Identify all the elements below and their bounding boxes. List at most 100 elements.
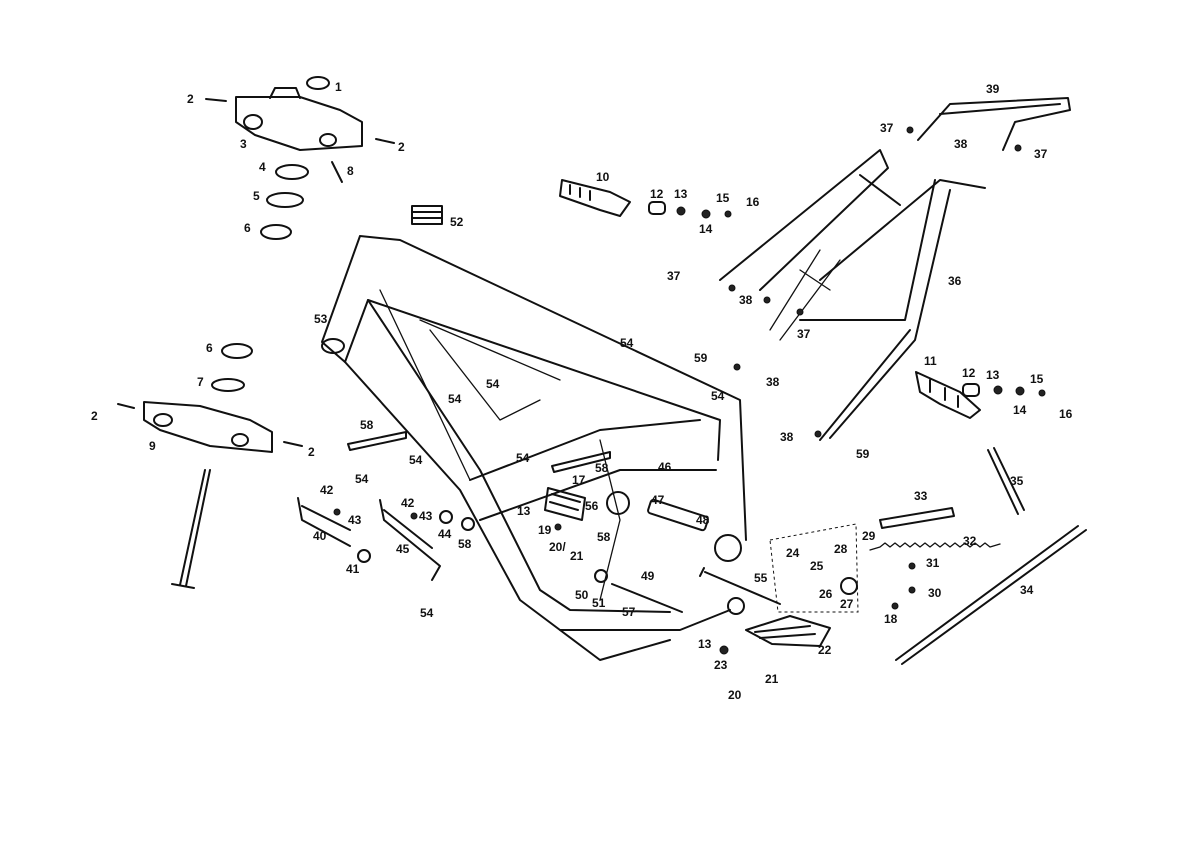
frame-top-tube — [321, 235, 747, 541]
label-7: 7 — [197, 375, 204, 389]
label-13: 13 — [698, 637, 712, 651]
nut — [554, 523, 562, 531]
label-39: 39 — [986, 82, 1000, 96]
part-34-sidestand — [895, 525, 1087, 665]
label-57: 57 — [622, 605, 636, 619]
part-39-rear-loop — [917, 97, 1071, 151]
part-45-bracket — [379, 499, 441, 581]
label-51: 51 — [592, 596, 606, 610]
part-6-seal — [260, 224, 292, 240]
label-53: 53 — [314, 312, 328, 326]
nut — [1014, 144, 1022, 152]
label-6: 6 — [206, 341, 213, 355]
label-41: 41 — [346, 562, 360, 576]
stand-group — [297, 431, 1087, 665]
label-54: 54 — [409, 453, 423, 467]
label-59: 58 — [595, 461, 609, 475]
frame-bracing — [379, 289, 621, 601]
hardware-dots — [333, 126, 1046, 655]
label-59: 58 — [360, 418, 374, 432]
label-12: 12 — [650, 187, 664, 201]
nut — [733, 363, 741, 371]
label-34: 34 — [1020, 583, 1034, 597]
label-54: 54 — [448, 392, 462, 406]
label-49: 49 — [641, 569, 655, 583]
label-8: 8 — [347, 164, 354, 178]
label-33: 33 — [914, 489, 928, 503]
label-13: 13 — [674, 187, 688, 201]
part-11-footpeg — [915, 371, 981, 419]
label-38: 38 — [780, 430, 794, 444]
label-54: 54 — [420, 606, 434, 620]
mount-hole — [727, 597, 745, 615]
label-13: 13 — [517, 504, 531, 518]
part-6-seal — [221, 343, 253, 359]
label-54: 54 — [620, 336, 634, 350]
label-2: 2 — [398, 140, 405, 154]
label-12: 12 — [962, 366, 976, 380]
nut — [1038, 389, 1046, 397]
label-43: 43 — [348, 513, 362, 527]
label-20: 20 — [728, 688, 742, 702]
frame-down-tube — [344, 299, 731, 631]
part-10-footpeg — [559, 179, 631, 217]
label-50: 50 — [575, 588, 589, 602]
nut — [333, 508, 341, 516]
label-52: 52 — [450, 215, 464, 229]
label-58: 58 — [597, 530, 611, 544]
dashed-detail-box — [769, 523, 859, 613]
label-30: 30 — [928, 586, 942, 600]
label-47: 47 — [651, 493, 665, 507]
part-33-rod — [879, 507, 955, 529]
label-37: 37 — [1034, 147, 1048, 161]
label-4: 4 — [259, 160, 266, 174]
part-2-bolt — [375, 138, 395, 144]
engine-mount-boss — [606, 491, 630, 515]
label-13: 13 — [986, 368, 1000, 382]
label-16: 16 — [1059, 407, 1073, 421]
swingarm-pivot-boss — [714, 534, 742, 562]
label-2: 2 — [187, 92, 194, 106]
bushing — [461, 517, 475, 531]
label-38: 38 — [739, 293, 753, 307]
nut — [814, 430, 822, 438]
frame-cradle — [469, 419, 717, 661]
label-37: 37 — [880, 121, 894, 135]
subframe-strut — [769, 249, 841, 341]
part-59-plate — [347, 431, 407, 451]
nut — [1015, 386, 1025, 396]
nut — [906, 126, 914, 134]
label-26: 26 — [819, 587, 833, 601]
label-9: 9 — [149, 439, 156, 453]
bushing — [439, 510, 453, 524]
part-12-bushing — [962, 383, 980, 397]
nut — [908, 562, 916, 570]
nut — [410, 512, 418, 520]
part-8-bolt — [331, 161, 343, 183]
nut — [728, 284, 736, 292]
main-frame — [321, 205, 747, 661]
label-36: 36 — [948, 274, 962, 288]
nut — [719, 645, 729, 655]
part-36-subframe — [719, 149, 986, 441]
part-2-bolt — [283, 441, 303, 447]
label-2: 2 — [91, 409, 98, 423]
label-17: 17 — [572, 473, 586, 487]
label-15: 15 — [716, 191, 730, 205]
nut — [993, 385, 1003, 395]
label-48: 48 — [696, 513, 710, 527]
label-60: 59 — [694, 351, 708, 365]
label-42: 42 — [320, 483, 334, 497]
label-58: 58 — [458, 537, 472, 551]
label-1: 1 — [335, 80, 342, 94]
label-37: 37 — [797, 327, 811, 341]
part-3-upper-triple-clamp — [235, 87, 363, 151]
part-53-steering-head — [321, 338, 345, 354]
label-42: 42 — [401, 496, 415, 510]
label-25: 25 — [810, 559, 824, 573]
label-54: 54 — [486, 377, 500, 391]
label-45: 45 — [396, 542, 410, 556]
label-22: 22 — [818, 643, 832, 657]
lower-triple-clamp-group — [117, 343, 303, 589]
bushing — [840, 577, 858, 595]
